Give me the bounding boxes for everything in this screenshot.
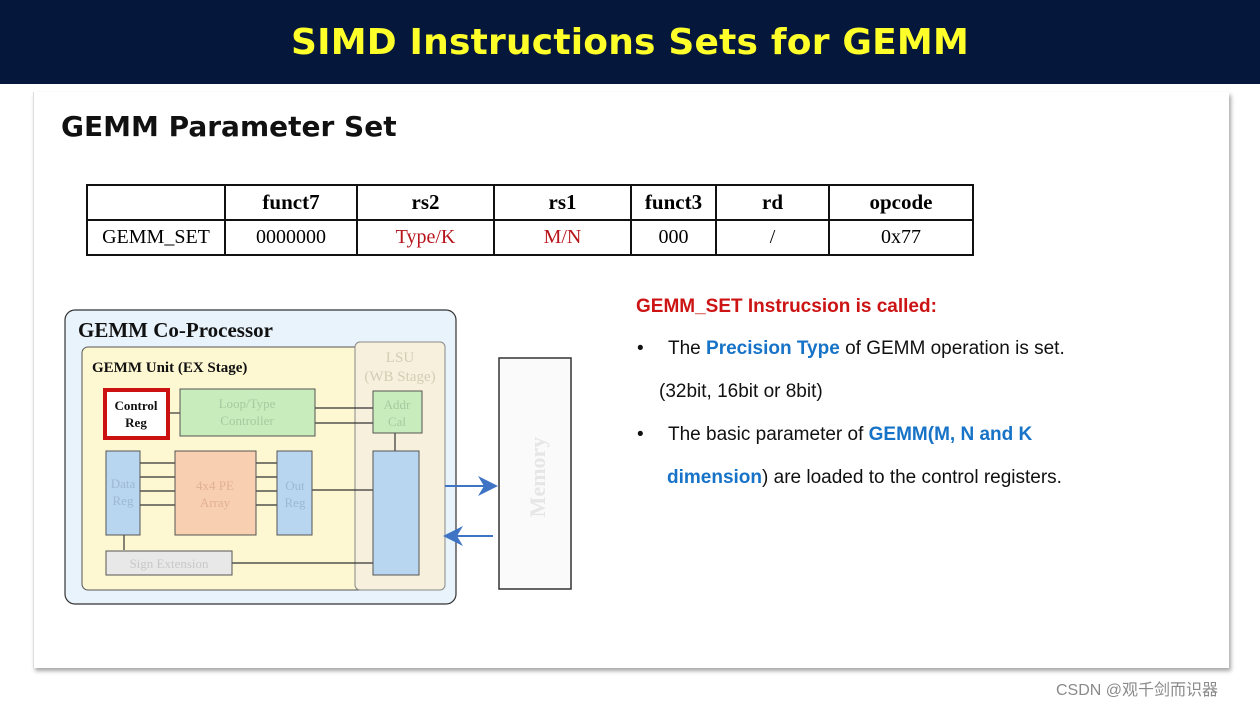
table-header-row: funct7 rs2 rs1 funct3 rd opcode: [86, 184, 974, 221]
loop-type-controller-box: [179, 388, 316, 437]
pe-array-box: [174, 450, 257, 536]
addr-cal-box: [372, 390, 423, 434]
instruction-encoding-table: funct7 rs2 rs1 funct3 rd opcode GEMM_SET…: [86, 184, 974, 256]
gemm-dimension-highlight: GEMM(M, N and K: [868, 424, 1033, 445]
bullet-continuation: dimension) are loaded to the control reg…: [636, 467, 1236, 510]
bullet-text: The basic parameter of GEMM(M, N and K: [668, 424, 1032, 446]
section-title: GEMM Parameter Set: [61, 110, 397, 143]
lsu-label: LSU: [386, 350, 415, 366]
memory-label: Memory: [525, 437, 550, 518]
coprocessor-label: GEMM Co-Processor: [78, 318, 273, 342]
control-reg-label-2: Reg: [125, 415, 147, 430]
pe-array-label-2: Array: [200, 495, 231, 510]
sign-extension-box: [105, 550, 233, 576]
table-cell: /: [715, 219, 830, 256]
description-panel: GEMM_SET Instrucsion is called: • The Pr…: [636, 296, 1236, 510]
table-cell: 0x77: [828, 219, 974, 256]
table-header: [86, 184, 226, 221]
control-reg-label: Control: [114, 398, 157, 413]
loop-controller-label-2: Controller: [220, 413, 274, 428]
table-cell: 000: [630, 219, 717, 256]
table-cell: Type/K: [356, 219, 495, 256]
title-bar: SIMD Instructions Sets for GEMM: [0, 0, 1260, 84]
lsu-stage-label: (WB Stage): [364, 369, 435, 385]
description-heading: GEMM_SET Instrucsion is called:: [636, 296, 937, 317]
table-header: rd: [715, 184, 830, 221]
gemm-coprocessor-diagram: GEMM Co-Processor GEMM Unit (EX Stage) L…: [64, 309, 572, 605]
table-header: rs2: [356, 184, 495, 221]
table-header: rs1: [493, 184, 632, 221]
dimension-highlight: dimension: [667, 467, 763, 488]
bullet-continuation: (32bit, 16bit or 8bit): [659, 381, 823, 402]
data-reg-label: Data: [111, 476, 136, 491]
table-header: funct7: [224, 184, 358, 221]
connection-lines: [123, 407, 396, 564]
pe-array-label: 4x4 PE: [196, 478, 234, 493]
precision-type-highlight: Precision Type: [706, 338, 840, 359]
table-header: funct3: [630, 184, 717, 221]
table-header: opcode: [828, 184, 974, 221]
bullet-text: The Precision Type of GEMM operation is …: [668, 338, 1065, 360]
out-reg-label: Out: [285, 478, 305, 493]
bullet-item: • The Precision Type of GEMM operation i…: [636, 338, 1236, 381]
out-reg-box: [276, 450, 313, 536]
memory-box: [498, 357, 572, 590]
table-cell: GEMM_SET: [86, 219, 226, 256]
slide-title: SIMD Instructions Sets for GEMM: [290, 21, 969, 63]
bullet-text-part: The: [668, 338, 707, 359]
sign-extension-label: Sign Extension: [129, 556, 209, 571]
bullet-dot: •: [637, 338, 644, 359]
table-cell: 0000000: [224, 219, 358, 256]
loop-controller-label: Loop/Type: [219, 396, 276, 411]
table-cell: M/N: [493, 219, 632, 256]
bullet-item: • The basic parameter of GEMM(M, N and K: [636, 424, 1236, 467]
bullet-text-part: ) are loaded to the control registers.: [762, 467, 1062, 488]
control-reg-box: [103, 388, 170, 440]
watermark: CSDN @观千剑而识器: [1056, 682, 1219, 699]
data-reg-label-2: Reg: [113, 493, 134, 508]
addr-cal-label: Addr: [384, 397, 411, 412]
bullet-text-part: of GEMM operation is set.: [839, 338, 1065, 359]
table-row: GEMM_SET 0000000 Type/K M/N 000 / 0x77: [86, 219, 974, 256]
out-reg-label-2: Reg: [285, 495, 306, 510]
bullet-dot: •: [637, 424, 644, 445]
lsu-buffer-box: [372, 450, 420, 576]
bullet-text-part: The basic parameter of: [668, 424, 869, 445]
gemm-unit-label: GEMM Unit (EX Stage): [92, 360, 247, 376]
addr-cal-label-2: Cal: [388, 414, 406, 429]
data-reg-box: [105, 450, 141, 536]
